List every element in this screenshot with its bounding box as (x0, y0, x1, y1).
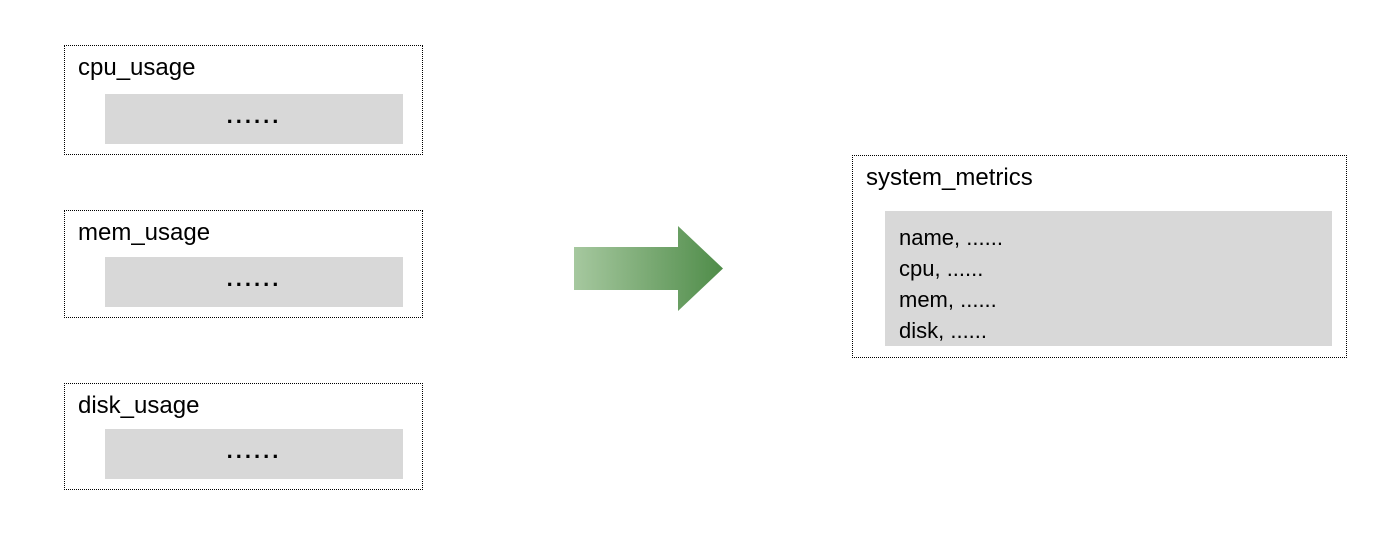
source-box-disk-usage: disk_usage ...... (64, 383, 423, 490)
field-line-cpu: cpu, ...... (899, 256, 984, 281)
field-line-mem: mem, ...... (899, 287, 997, 312)
source-box-title: cpu_usage (78, 54, 196, 81)
data-placeholder-bar: ...... (105, 257, 403, 307)
target-box-system-metrics: system_metrics name, ...... cpu, ...... … (852, 155, 1347, 358)
source-box-title: disk_usage (78, 392, 200, 419)
data-placeholder-bar: ...... (105, 94, 403, 144)
target-box-title: system_metrics (866, 164, 1033, 191)
placeholder-dots: ...... (226, 266, 282, 291)
field-line-disk: disk, ...... (899, 318, 988, 343)
merge-arrow-icon (574, 226, 723, 311)
source-box-mem-usage: mem_usage ...... (64, 210, 423, 318)
data-placeholder-bar: ...... (105, 429, 403, 479)
placeholder-dots: ...... (226, 438, 282, 463)
source-box-title: mem_usage (78, 219, 211, 246)
source-box-cpu-usage: cpu_usage ...... (64, 45, 423, 155)
field-line-name: name, ...... (899, 225, 1003, 250)
placeholder-dots: ...... (226, 103, 282, 128)
target-fields-panel: name, ...... cpu, ...... mem, ...... dis… (885, 211, 1332, 346)
